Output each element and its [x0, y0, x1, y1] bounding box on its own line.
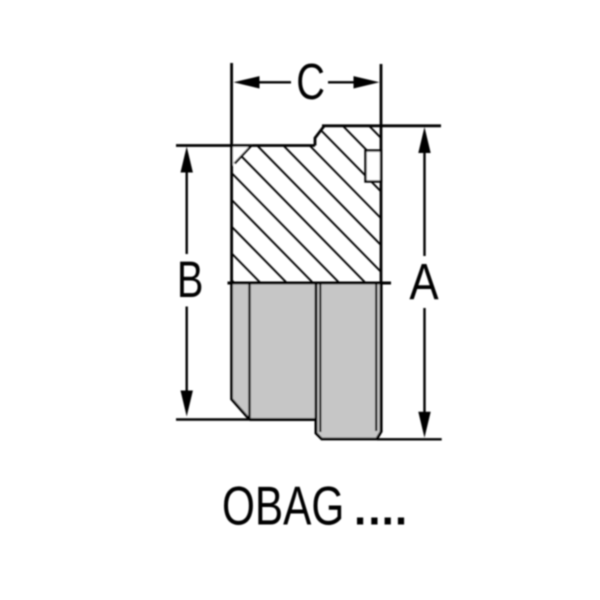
svg-text:B: B — [177, 251, 204, 308]
svg-text:C: C — [296, 53, 325, 110]
svg-text:A: A — [409, 254, 439, 311]
svg-text:OBAG: OBAG — [222, 476, 344, 537]
